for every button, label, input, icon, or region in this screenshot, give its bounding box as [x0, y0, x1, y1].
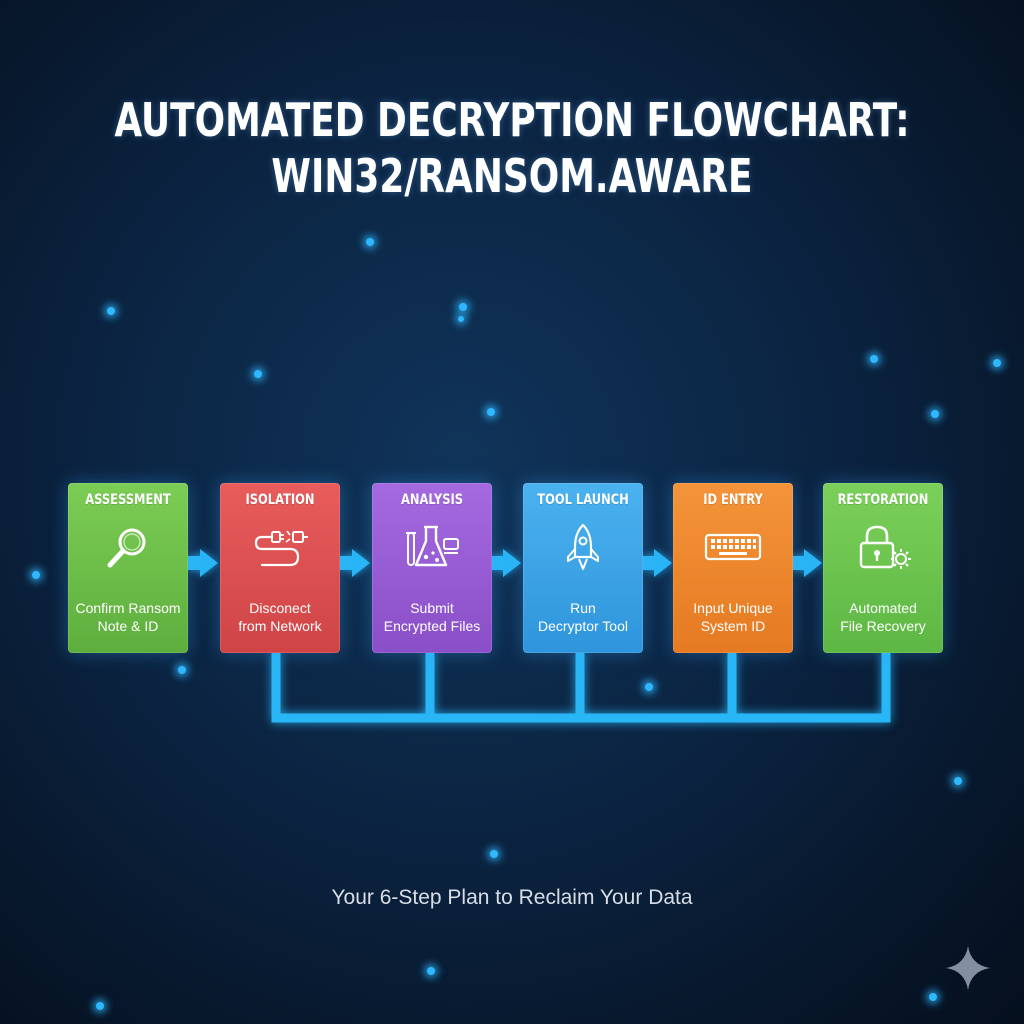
particle	[490, 850, 498, 858]
step-desc-line-2: Encrypted Files	[383, 618, 481, 634]
step-desc-line-1: Automated	[849, 600, 917, 616]
particle	[645, 683, 653, 691]
step-desc-line-1: Input Unique	[693, 600, 773, 616]
subtitle: Your 6-Step Plan to Reclaim Your Data	[331, 886, 693, 909]
magnifier-icon	[107, 528, 146, 568]
particle	[427, 967, 435, 975]
step-title: TOOL LAUNCH	[537, 492, 629, 508]
particle	[954, 777, 962, 785]
step-title: RESTORATION	[837, 492, 929, 508]
page-title: AUTOMATED DECRYPTION FLOWCHART: WIN32/RA…	[113, 92, 912, 204]
step-desc-line-2: Note & ID	[97, 618, 159, 634]
keyboard-icon	[704, 533, 762, 561]
page-title-line-2: WIN32/RANSOM.AWARE	[271, 149, 753, 203]
unplugged-cable-icon	[254, 530, 308, 567]
step-title: ID ENTRY	[703, 492, 763, 508]
particle	[107, 307, 115, 315]
step-desc-line-2: System ID	[700, 618, 766, 634]
step-desc-line-1: Run	[570, 600, 596, 616]
page-title-line-1: AUTOMATED DECRYPTION FLOWCHART:	[114, 93, 910, 147]
arrow-1-to-2	[188, 549, 218, 577]
particle	[178, 666, 186, 674]
arrow-5-to-6	[792, 549, 822, 577]
step-card-analysis: ANALYSIS Submit Encrypted Files	[372, 483, 492, 653]
particle	[366, 238, 374, 246]
particle	[870, 355, 878, 363]
step-card-assessment: ASSESSMENT Confirm Ransom Note & ID	[68, 483, 188, 653]
step-card-restoration: RESTORATION Automated File Recovery	[823, 483, 943, 653]
step-title: ASSESSMENT	[85, 492, 171, 508]
step-desc-line-2: Decryptor Tool	[537, 618, 628, 634]
particle	[487, 408, 495, 416]
particle	[993, 359, 1001, 367]
step-title: ISOLATION	[245, 492, 315, 508]
step-desc-line-1: Confirm Ransom	[75, 600, 181, 616]
step-desc-line-1: Disconect	[249, 600, 311, 616]
particle	[254, 370, 262, 378]
step-card-id-entry: ID ENTRY Input Unique System ID	[673, 483, 793, 653]
step-desc-line-1: Submit	[410, 600, 454, 616]
particle	[929, 993, 937, 1001]
sparkle-icon	[946, 946, 990, 990]
lock-gear-icon	[859, 525, 911, 569]
rocket-icon	[567, 523, 599, 570]
particle	[458, 316, 464, 322]
particle	[32, 571, 40, 579]
arrow-3-to-4	[491, 549, 521, 577]
step-title: ANALYSIS	[400, 492, 464, 508]
step-desc-line-2: File Recovery	[840, 618, 926, 634]
particle	[96, 1002, 104, 1010]
step-card-isolation: ISOLATION Disconect from Network	[220, 483, 340, 653]
lab-flask-icon	[406, 525, 459, 567]
particle	[931, 410, 939, 418]
arrow-2-to-3	[340, 549, 370, 577]
step-desc-line-2: from Network	[238, 618, 322, 634]
arrow-4-to-5	[642, 549, 672, 577]
feedback-bus	[271, 653, 891, 723]
step-card-tool-launch: TOOL LAUNCH Run Decryptor Tool	[523, 483, 643, 653]
particle	[459, 303, 467, 311]
